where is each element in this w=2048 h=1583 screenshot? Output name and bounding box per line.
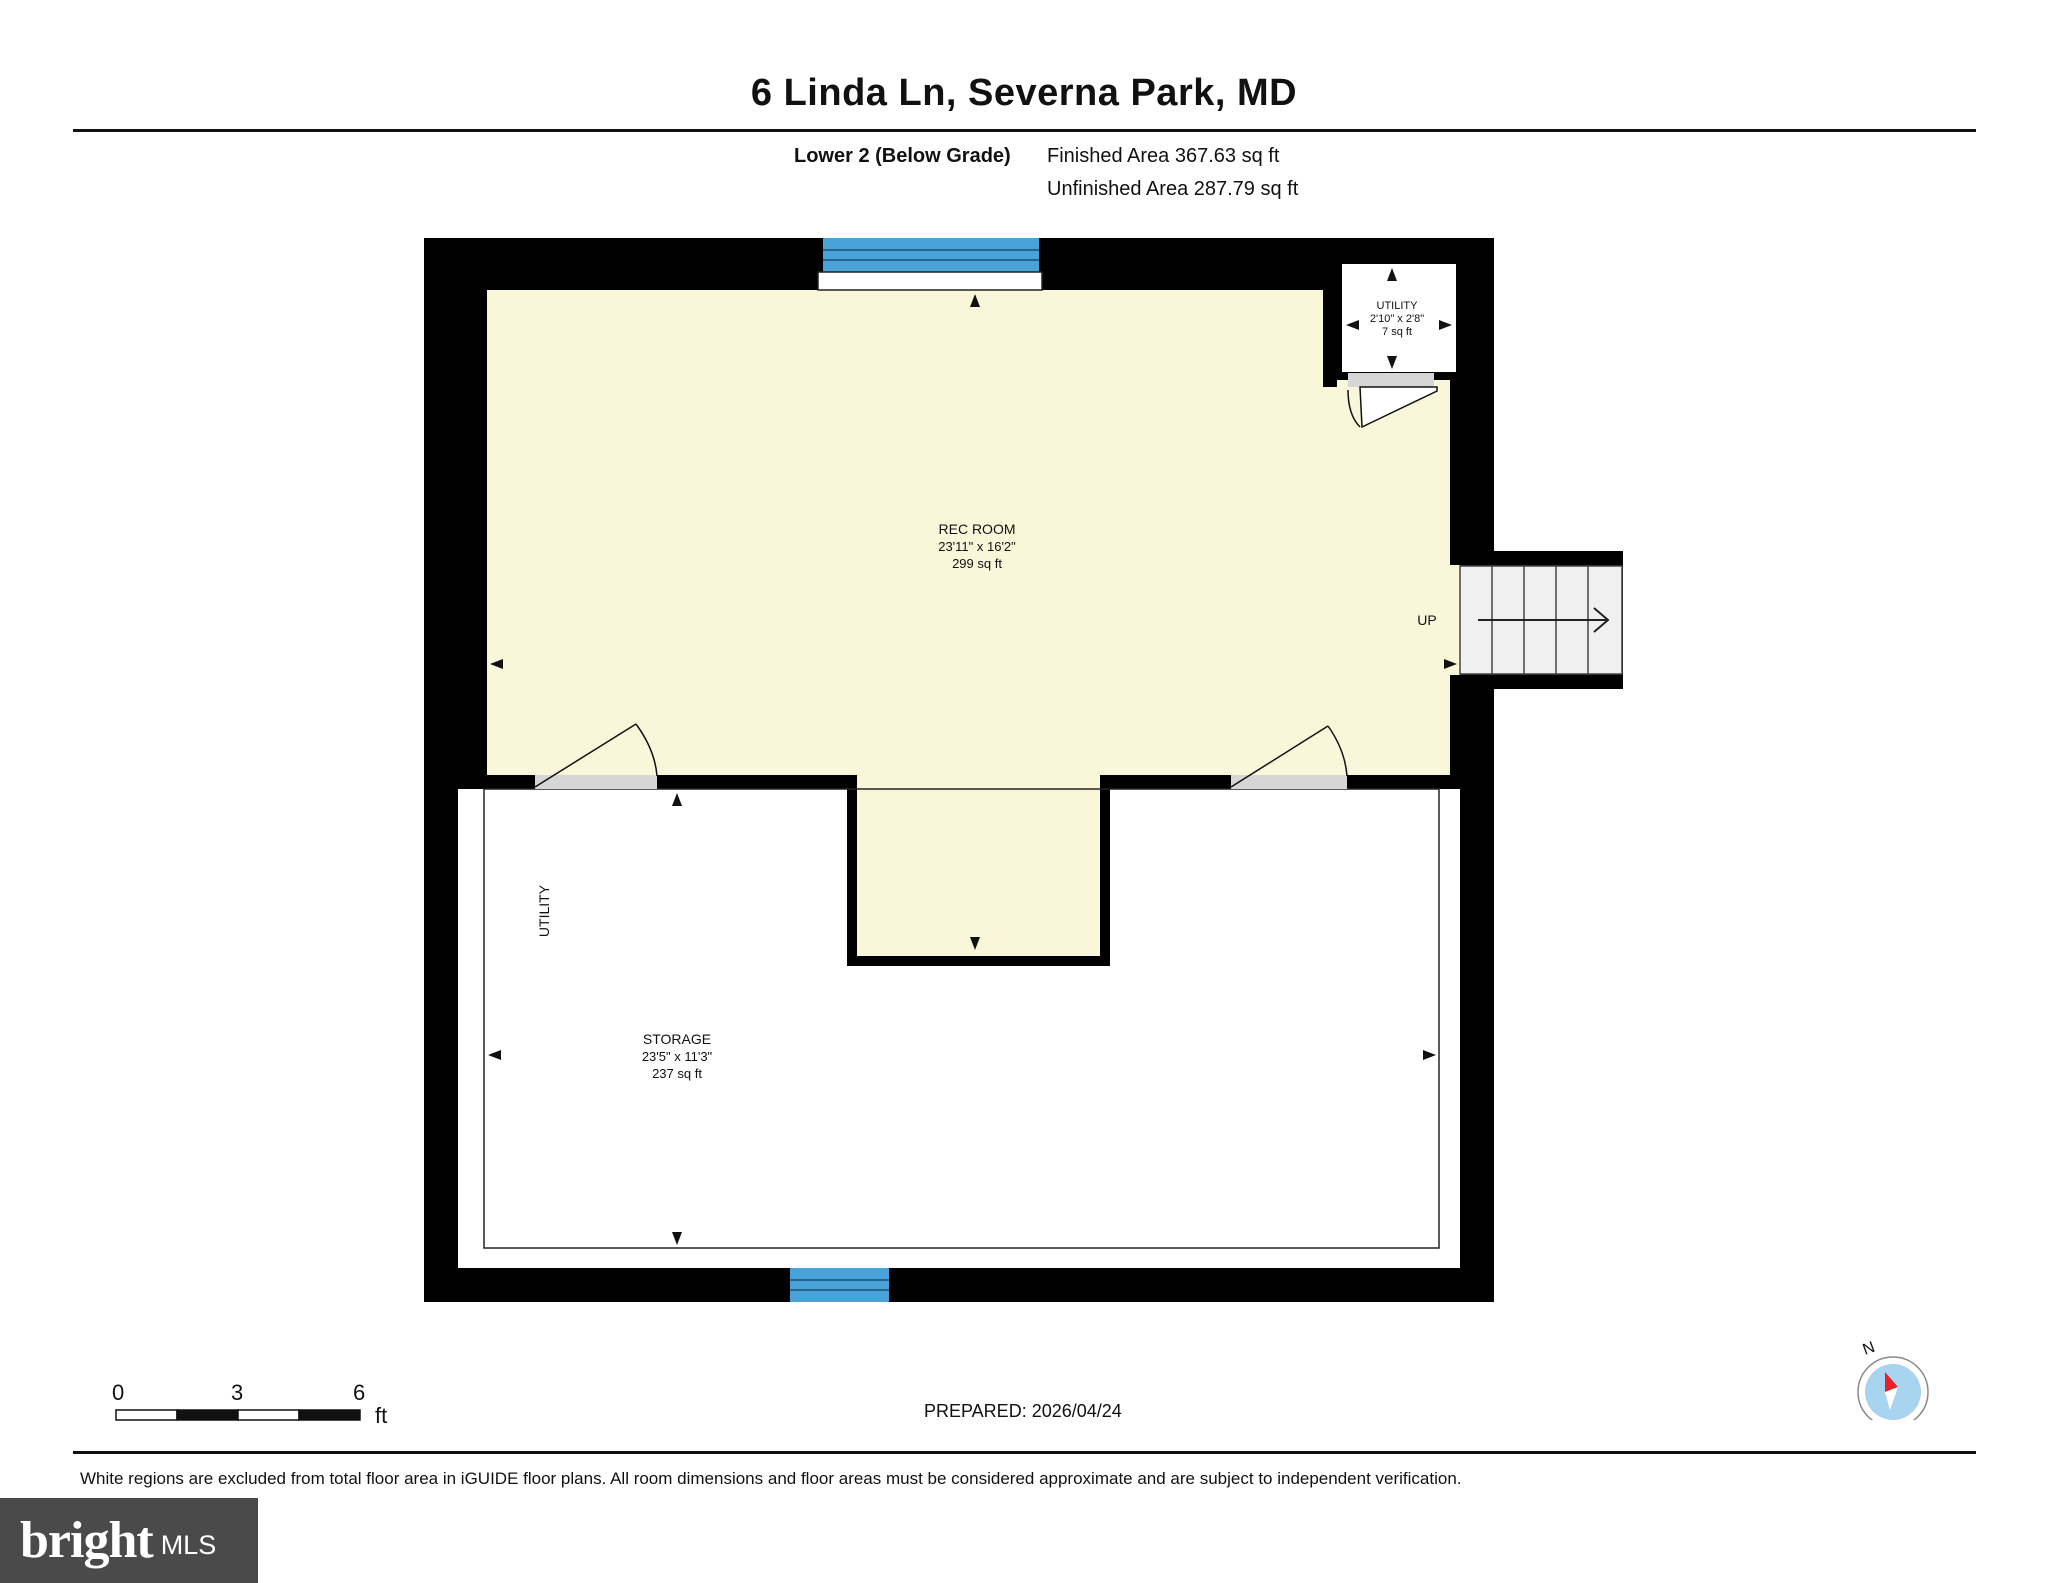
storage-area: 237 sq ft xyxy=(652,1066,702,1081)
scale-unit: ft xyxy=(375,1403,388,1428)
logo-wordmark: bright xyxy=(20,1512,154,1569)
dimension-markers xyxy=(488,268,1457,1245)
bright-mls-logo: bright MLS xyxy=(0,1498,258,1583)
disclaimer-text: White regions are excluded from total fl… xyxy=(80,1469,1462,1488)
scale-tick-6: 6 xyxy=(353,1380,366,1405)
page-title: 6 Linda Ln, Severna Park, MD xyxy=(750,72,1298,114)
logo-suffix: MLS xyxy=(160,1530,217,1560)
title-divider xyxy=(73,129,1976,132)
utility-closet-door xyxy=(1348,373,1434,387)
window-top xyxy=(823,238,1039,272)
scale-tick-0: 0 xyxy=(112,1380,125,1405)
door-left-leaf xyxy=(534,723,637,788)
window-bottom xyxy=(790,1268,889,1302)
storage-door-left xyxy=(535,775,657,789)
prepared-date: PREPARED: 2026/04/24 xyxy=(924,1401,1122,1421)
utility-closet-floor xyxy=(1342,264,1456,372)
utility-closet-dims: 2'10" x 2'8" xyxy=(1370,313,1424,325)
compass-north-label: N xyxy=(1861,1340,1878,1359)
door-right-arc xyxy=(1327,725,1348,777)
storage-outline xyxy=(483,788,1440,1249)
stair-opening xyxy=(1450,565,1460,675)
utility-label: UTILITY xyxy=(536,884,552,937)
compass-icon: N xyxy=(1857,1340,1929,1420)
stairs-up-label: UP xyxy=(1417,612,1436,628)
storage-door-right xyxy=(1231,775,1347,789)
footer-divider xyxy=(73,1451,1976,1454)
rec-room-dims: 23'11" x 16'2" xyxy=(938,539,1016,554)
utility-closet-name: UTILITY xyxy=(1377,300,1419,312)
finished-area: Finished Area 367.63 sq ft xyxy=(1047,145,1280,167)
level-label: Lower 2 (Below Grade) xyxy=(794,145,1011,167)
unfinished-area: Unfinished Area 287.79 sq ft xyxy=(1047,178,1299,200)
storage-dims: 23'5" x 11'3" xyxy=(642,1049,713,1064)
rec-room-name: REC ROOM xyxy=(939,521,1016,537)
utility-closet-area: 7 sq ft xyxy=(1382,326,1412,338)
storage-name: STORAGE xyxy=(643,1031,711,1047)
scale-tick-3: 3 xyxy=(231,1380,244,1405)
door-left-arc xyxy=(635,723,658,777)
scale-bar xyxy=(115,1409,361,1421)
utility-door-swing xyxy=(1359,386,1438,429)
rec-room-area: 299 sq ft xyxy=(952,556,1002,571)
utility-door-arc xyxy=(1347,389,1361,428)
door-right-leaf xyxy=(1230,725,1329,788)
rec-room-floor xyxy=(487,290,1450,956)
window-top-sill xyxy=(817,271,1043,291)
